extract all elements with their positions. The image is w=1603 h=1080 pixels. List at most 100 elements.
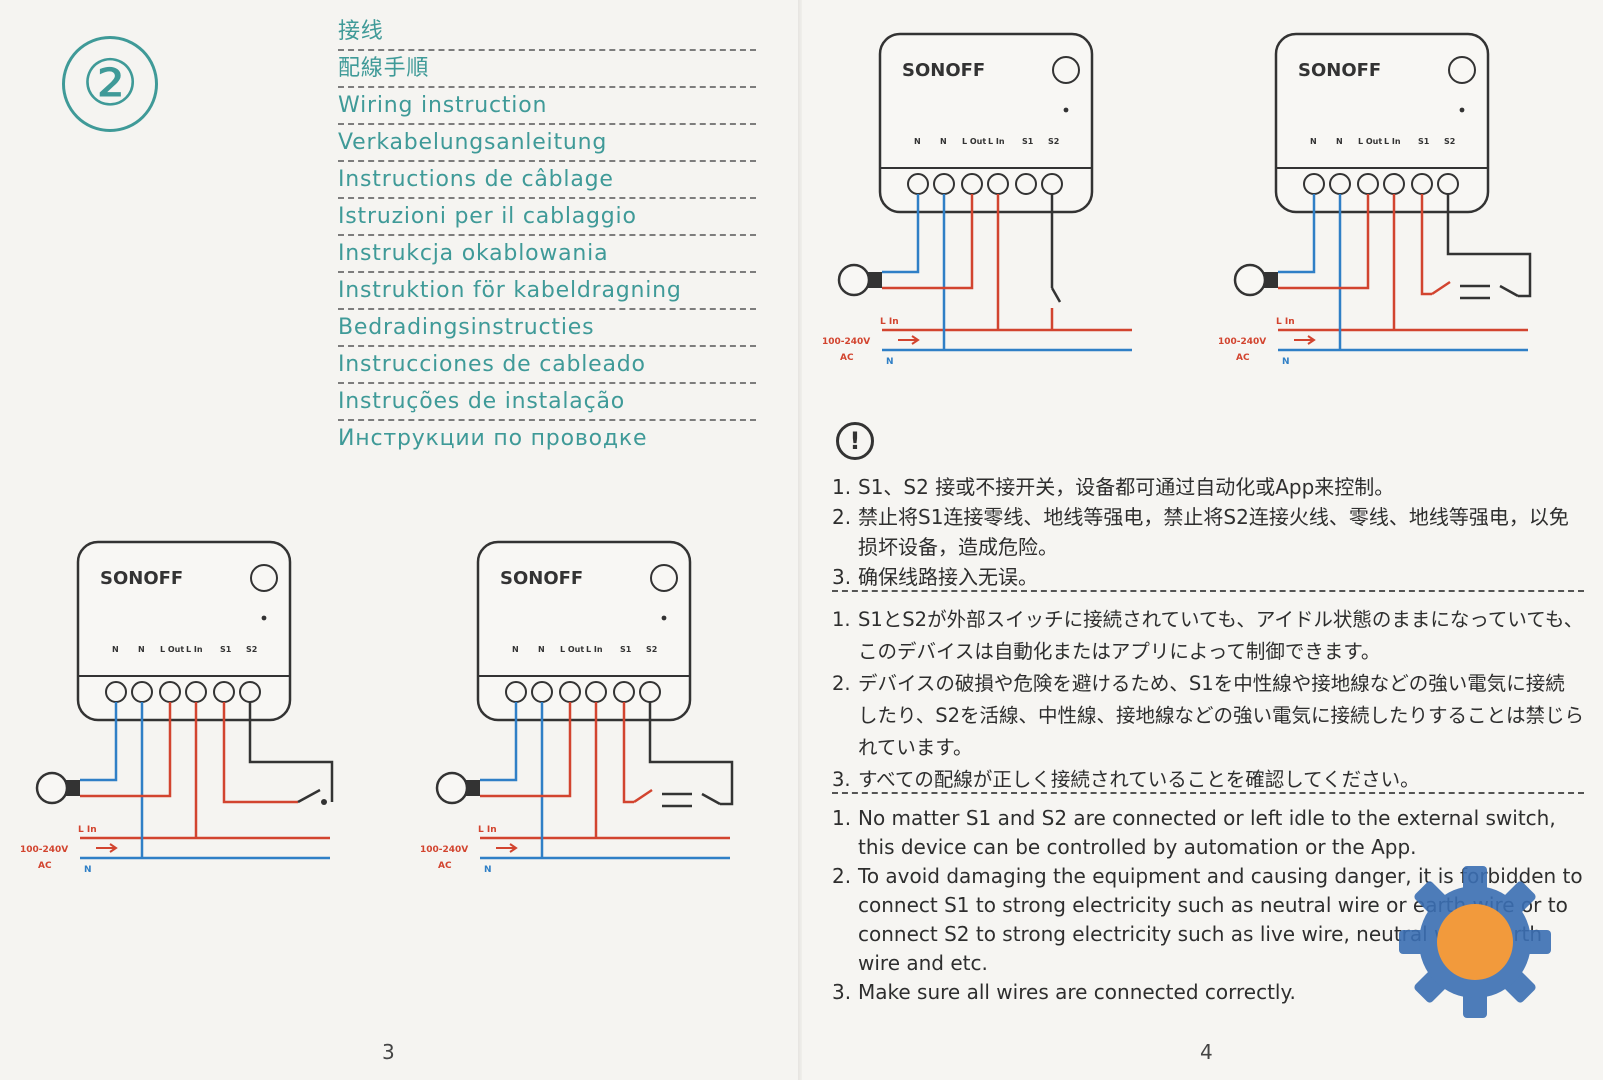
neutral-label: N	[1282, 357, 1290, 367]
led-indicator	[1063, 107, 1069, 113]
led-indicator	[661, 615, 667, 621]
lamp-socket	[466, 780, 480, 796]
led-indicator	[261, 615, 267, 621]
terminal-screw	[1383, 173, 1405, 195]
wire-lout-to-lamp	[480, 702, 572, 798]
line-in-label: L In	[478, 825, 497, 835]
terminal-label: L In	[586, 645, 603, 654]
note-cn-1: 1.S1、S2 接或不接开关，设备都可通过自动化或App来控制。	[832, 475, 1395, 499]
neutral-label: N	[886, 357, 894, 367]
terminal-label: S2	[1444, 137, 1455, 146]
wire-s2-to-switch	[248, 702, 334, 802]
terminal-screw	[159, 681, 181, 703]
voltage-label: 100-240V	[20, 845, 68, 855]
warning-icon: !	[836, 422, 874, 460]
terminal-screw	[239, 681, 261, 703]
voltage-label: 100-240V	[420, 845, 468, 855]
terminal-label: L Out	[1358, 137, 1382, 146]
wire-lout-to-lamp	[80, 702, 172, 798]
wire-s1-to-switch	[1420, 194, 1432, 296]
left-page	[0, 0, 800, 1080]
page-number-left: 3	[382, 1040, 395, 1064]
title-fr: Instructions de câblage	[338, 162, 756, 199]
terminal-screw	[105, 681, 127, 703]
lamp-socket	[66, 780, 80, 796]
note-jp-1: 1.S1とS2が外部スイッチに接続されていても、アイドル状態のままになっていても…	[832, 608, 1584, 663]
wire-s2-to-switch	[1446, 194, 1532, 298]
terminal-screw	[907, 173, 929, 195]
input-arrow	[96, 843, 118, 853]
title-sv: Instruktion för kabeldragning	[338, 273, 756, 310]
title-pl: Instrukcja okablowania	[338, 236, 756, 273]
terminal-screw	[1329, 173, 1351, 195]
terminal-screw	[185, 681, 207, 703]
wire-n-to-lamp	[480, 702, 518, 782]
note-cn-3: 3.确保线路接入无误。	[832, 565, 1038, 589]
switch-lever	[1050, 287, 1062, 303]
switch-b-lever	[701, 792, 721, 806]
terminal-label: L In	[988, 137, 1005, 146]
wire-n-to-lamp	[1278, 194, 1316, 274]
input-arrow	[898, 335, 920, 345]
line-in-label: L In	[880, 317, 899, 327]
terminal-screw	[613, 681, 635, 703]
led-indicator	[1459, 107, 1465, 113]
wire-n-to-lamp	[882, 194, 920, 274]
brand-logo-text: SONOFF	[500, 568, 583, 589]
terminal-screw	[1303, 173, 1325, 195]
line-in-label: L In	[1276, 317, 1295, 327]
lamp-bulb	[35, 771, 69, 805]
title-zh-cn: 接线	[338, 14, 756, 51]
wiring-instruction-title-list: 接线 配線手順 Wiring instruction Verkabelungsa…	[338, 14, 756, 456]
notes-chinese: 1.S1、S2 接或不接开关，设备都可通过自动化或App来控制。 2.禁止将S1…	[832, 472, 1584, 592]
terminal-screw	[1411, 173, 1433, 195]
wire-n-to-lamp	[80, 702, 118, 782]
neutral-label: N	[484, 865, 492, 875]
terminal-label: S2	[246, 645, 257, 654]
terminal-screw	[1437, 173, 1459, 195]
terminal-screw	[961, 173, 983, 195]
pairing-button	[1448, 56, 1476, 84]
step-number-badge: ②	[62, 36, 158, 132]
input-arrow	[496, 843, 518, 853]
title-zh-tw: 配線手順	[338, 51, 756, 88]
wire-lout-to-lamp	[882, 194, 974, 290]
terminal-label: S1	[220, 645, 232, 654]
terminal-label: N	[112, 645, 119, 654]
title-pt: Instruções de instalação	[338, 384, 756, 421]
title-it: Istruzioni per il cablaggio	[338, 199, 756, 236]
pairing-button	[250, 564, 278, 592]
page-fold	[798, 0, 802, 1080]
terminal-screw	[213, 681, 235, 703]
lamp-bulb	[435, 771, 469, 805]
title-de: Verkabelungsanleitung	[338, 125, 756, 162]
terminal-label: L In	[1384, 137, 1401, 146]
ac-label: AC	[1236, 353, 1250, 363]
terminal-label: S1	[1418, 137, 1430, 146]
terminal-screw	[131, 681, 153, 703]
switch-contact	[321, 799, 327, 805]
switch-a-lever	[1431, 280, 1451, 296]
voltage-label: 100-240V	[822, 337, 870, 347]
wire-lout-to-lamp	[1278, 194, 1370, 290]
terminal-label: N	[1310, 137, 1317, 146]
terminal-label: S1	[1022, 137, 1034, 146]
wire-s2-to-switch	[648, 702, 734, 806]
brand-logo-text: SONOFF	[1298, 60, 1381, 81]
neutral-label: N	[84, 865, 92, 875]
terminal-screw	[987, 173, 1009, 195]
note-cn-2: 2.禁止将S1连接零线、地线等强电，禁止将S2连接火线、零线、地线等强电，以免损…	[832, 505, 1569, 559]
note-en-3: 3.Make sure all wires are connected corr…	[832, 980, 1296, 1004]
title-es: Instrucciones de cableado	[338, 347, 756, 384]
terminal-label: N	[1336, 137, 1343, 146]
divider-jp-en	[832, 792, 1584, 794]
ac-label: AC	[840, 353, 854, 363]
divider-cn-jp	[832, 590, 1584, 592]
input-arrow	[1294, 335, 1316, 345]
switch-b-lever	[1499, 284, 1519, 298]
note-en-1: 1.No matter S1 and S2 are connected or l…	[832, 806, 1556, 859]
terminal-label: L Out	[160, 645, 184, 654]
